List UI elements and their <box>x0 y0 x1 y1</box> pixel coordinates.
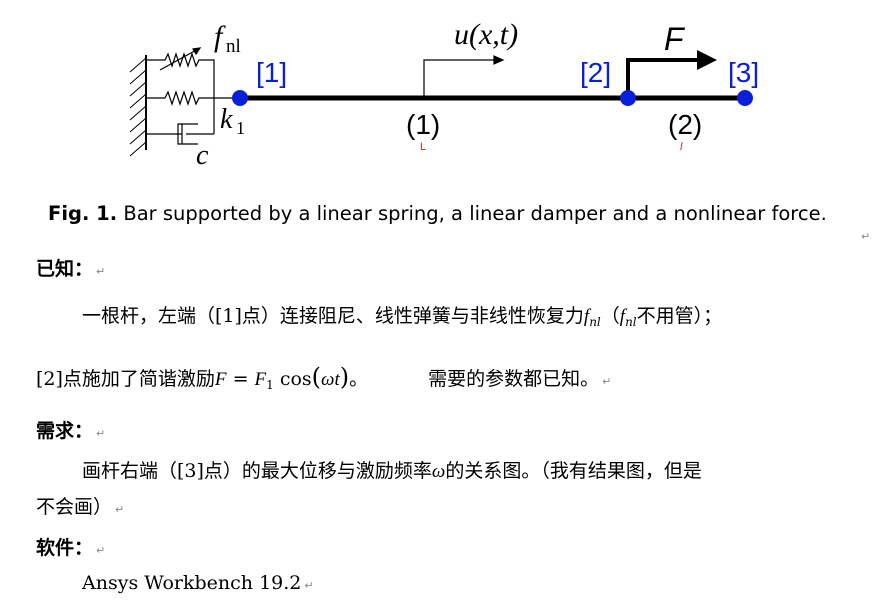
need-text-1a: 画杆右端（[3]点）的最大位移与激励频率 <box>82 460 432 482</box>
displacement-arrow <box>423 55 505 98</box>
figure-caption: Fig. 1. Bar supported by a linear spring… <box>48 202 827 225</box>
nonlinear-spring <box>146 47 215 98</box>
element-1-mark: L <box>420 141 426 153</box>
paragraph-mark: ↵ <box>96 427 106 440</box>
paragraph-mark: ↵ <box>602 375 612 388</box>
need-text-2: 不会画） <box>36 496 113 518</box>
software-heading-line: 软件：↵ <box>36 533 105 560</box>
eq-rparen: ) <box>339 363 350 391</box>
need-text-1b: 的关系图。（我有结果图，但是 <box>445 460 702 482</box>
software-line: Ansys Workbench 19.2↵ <box>82 572 314 594</box>
paragraph-mark: ↵ <box>115 503 125 516</box>
k1-label-sub: 1 <box>236 118 245 138</box>
known-text-1b: （ <box>600 305 620 327</box>
fnl-subscript-2: nl <box>625 315 637 329</box>
node-1-label: [1] <box>256 57 287 88</box>
node-2 <box>620 90 636 106</box>
known-text-1a: 一根杆，左端（[1]点）连接阻尼、线性弹簧与非线性恢复力 <box>82 305 584 327</box>
eq-equals: = <box>226 368 255 390</box>
eq-cos: cos <box>273 368 312 390</box>
known-heading-line: 已知：↵ <box>36 254 105 281</box>
bar-diagram: f nl k 1 c [1] [2] [3] u(x,t) F (1) (2) … <box>0 0 890 185</box>
fnl-symbol: f <box>583 306 590 327</box>
k1-label: k <box>220 104 233 135</box>
known-line-1: 一根杆，左端（[1]点）连接阻尼、线性弹簧与非线性恢复力fnl（fnl不用管）； <box>82 301 722 329</box>
fnl-subscript: nl <box>589 315 601 329</box>
caption-prefix: Fig. 1. <box>48 202 118 225</box>
need-line-2: 不会画）↵ <box>36 492 124 519</box>
known-text-2a: [2]点施加了简谐激励 <box>36 368 215 390</box>
eq-lparen: ( <box>311 363 322 391</box>
F-label: F <box>664 21 686 57</box>
eq-F: F <box>214 369 227 390</box>
fnl-label-sub: nl <box>226 36 241 57</box>
element-2-mark: l <box>680 141 683 153</box>
element-1-label: (1) <box>406 109 440 140</box>
bar-diagram-svg: f nl k 1 c [1] [2] [3] u(x,t) F (1) (2) … <box>129 18 759 171</box>
paragraph-mark: ↵ <box>861 230 871 243</box>
node-2-label: [2] <box>580 57 611 88</box>
need-heading: 需求： <box>36 420 94 442</box>
element-2-label: (2) <box>668 109 702 140</box>
need-line-1: 画杆右端（[3]点）的最大位移与激励频率ω的关系图。（我有结果图，但是 <box>82 456 702 483</box>
linear-spring <box>146 90 240 106</box>
eq-F1: F <box>254 369 267 390</box>
node-1 <box>232 90 248 106</box>
node-3 <box>737 90 753 106</box>
c-label: c <box>196 140 209 171</box>
known-line-2: [2]点施加了简谐激励F = F1 cos(ωt)。需要的参数都已知。↵ <box>36 363 611 392</box>
eq-wt: ωt <box>321 369 340 390</box>
software-value: Ansys Workbench 19.2 <box>82 572 302 594</box>
omega-symbol: ω <box>431 461 446 482</box>
damper <box>146 98 215 145</box>
fixed-wall <box>129 55 147 157</box>
caption-text: Bar supported by a linear spring, a line… <box>117 202 827 225</box>
known-text-1c: 不用管）； <box>636 305 723 327</box>
u-label: u(x,t) <box>454 18 518 51</box>
paragraph-mark: ↵ <box>96 265 106 278</box>
force-arrow <box>626 50 717 98</box>
eq-F1-sub: 1 <box>266 378 274 392</box>
paragraph-mark: ↵ <box>96 544 106 557</box>
paragraph-mark: ↵ <box>304 579 314 592</box>
known-heading: 已知： <box>36 258 94 280</box>
node-3-label: [3] <box>728 57 759 88</box>
known-text-2b: 。 <box>349 368 369 390</box>
need-heading-line: 需求：↵ <box>36 416 105 443</box>
fnl-symbol-2: f <box>619 306 626 327</box>
known-text-2c: 需要的参数都已知。 <box>428 368 600 390</box>
fnl-label: f <box>214 20 226 53</box>
software-heading: 软件： <box>36 537 94 559</box>
